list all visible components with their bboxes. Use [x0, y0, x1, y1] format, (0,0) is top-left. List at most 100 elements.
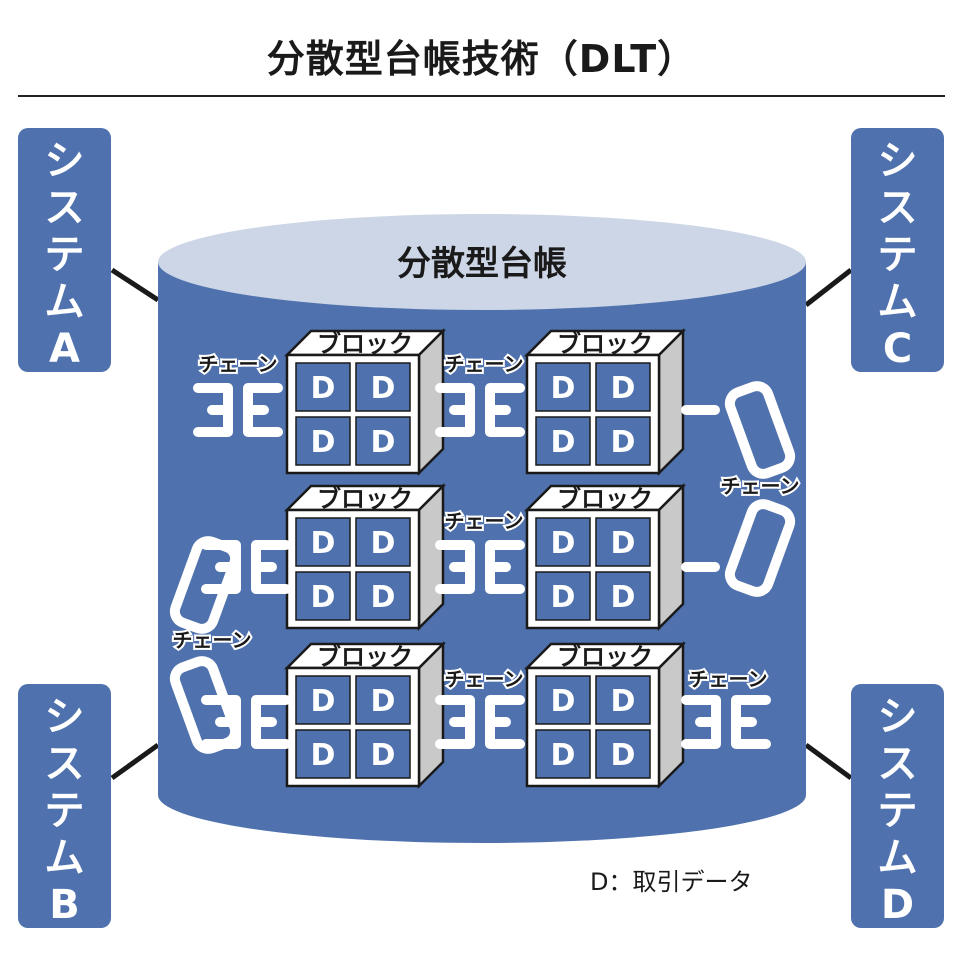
block-label: ブロック — [557, 485, 653, 513]
chain-link — [435, 540, 525, 594]
ledger-label: 分散型台帳 — [397, 244, 567, 284]
system-b-char: シ — [44, 694, 85, 740]
data-cell — [535, 362, 591, 412]
system-b-char: ス — [44, 741, 85, 787]
block-label: ブロック — [557, 330, 653, 358]
data-cell-label: D — [551, 425, 576, 460]
data-cell — [535, 675, 591, 725]
title-divider — [18, 95, 945, 97]
system-c-char: ス — [877, 185, 918, 231]
ledger-cylinder-top — [158, 214, 806, 310]
system-d-char: シ — [877, 694, 918, 740]
data-cell-label: D — [371, 526, 396, 561]
data-cell-label: D — [371, 371, 396, 406]
data-cell — [295, 416, 351, 466]
data-cell-label: D — [371, 684, 396, 719]
system-a-char: シ — [44, 138, 85, 184]
system-a-char: ム — [44, 279, 85, 325]
block-label: ブロック — [317, 485, 413, 513]
data-cell-label: D — [551, 371, 576, 406]
system-b-char: テ — [44, 788, 85, 834]
data-cell-label: D — [371, 738, 396, 773]
data-cell — [595, 362, 651, 412]
data-cell-label: D — [611, 425, 636, 460]
system-d-char: ス — [877, 741, 918, 787]
data-cell — [295, 729, 351, 779]
data-cell — [595, 729, 651, 779]
chain-link — [681, 695, 771, 749]
data-cell — [355, 416, 411, 466]
data-cell-label: D — [611, 738, 636, 773]
connector-d — [804, 742, 853, 781]
block-label: ブロック — [317, 330, 413, 358]
block-side-face — [657, 640, 685, 790]
chain-link — [435, 383, 525, 437]
block-label: ブロック — [557, 643, 653, 671]
system-c-char: シ — [877, 138, 918, 184]
connector-b — [110, 742, 160, 781]
data-cell-label: D — [371, 425, 396, 460]
data-cell — [295, 517, 351, 567]
system-d-char: D — [880, 882, 915, 928]
data-cell — [595, 517, 651, 567]
chain-label: チェーン — [173, 628, 252, 652]
chain-link — [193, 383, 283, 437]
data-cell — [355, 729, 411, 779]
data-cell — [535, 571, 591, 621]
chain-label: チェーン — [721, 474, 800, 498]
connector-a — [110, 267, 160, 303]
data-cell-label: D — [611, 526, 636, 561]
chain-label: チェーン — [445, 352, 524, 376]
system-d-char: ム — [877, 835, 918, 881]
data-cell-label: D — [551, 684, 576, 719]
page-title: 分散型台帳技術（DLT） — [266, 37, 697, 81]
chain-link-vertical — [169, 536, 241, 634]
system-c-char: テ — [877, 232, 918, 278]
data-cell-label: D — [611, 371, 636, 406]
data-cell-label: D — [311, 371, 336, 406]
data-cell-label: D — [311, 580, 336, 615]
data-cell — [535, 517, 591, 567]
data-cell-label: D — [551, 526, 576, 561]
data-cell-label: D — [311, 526, 336, 561]
legend: D：取引データ — [590, 868, 753, 896]
block-side-face — [657, 482, 685, 632]
block-side-face — [417, 640, 445, 790]
system-a-char: A — [49, 326, 80, 372]
data-cell — [355, 571, 411, 621]
system-d-char: テ — [877, 788, 918, 834]
data-cell-label: D — [551, 738, 576, 773]
chain-label: チェーン — [445, 509, 524, 533]
data-cell — [355, 517, 411, 567]
system-b-char: ム — [44, 835, 85, 881]
data-cell — [355, 675, 411, 725]
data-cell — [355, 362, 411, 412]
data-cell-label: D — [551, 580, 576, 615]
data-cell — [595, 675, 651, 725]
system-c-char: ム — [877, 279, 918, 325]
block-label: ブロック — [317, 643, 413, 671]
chain-connector — [681, 405, 720, 572]
system-a-char: テ — [44, 232, 85, 278]
data-cell — [595, 571, 651, 621]
data-cell — [295, 571, 351, 621]
chain-link-vertical — [724, 381, 796, 479]
data-cell — [535, 416, 591, 466]
data-cell — [295, 362, 351, 412]
data-cell-label: D — [611, 684, 636, 719]
chain-label: チェーン — [445, 667, 524, 691]
connector-c — [804, 268, 853, 307]
chain-link-vertical — [169, 656, 241, 754]
data-cell-label: D — [611, 580, 636, 615]
